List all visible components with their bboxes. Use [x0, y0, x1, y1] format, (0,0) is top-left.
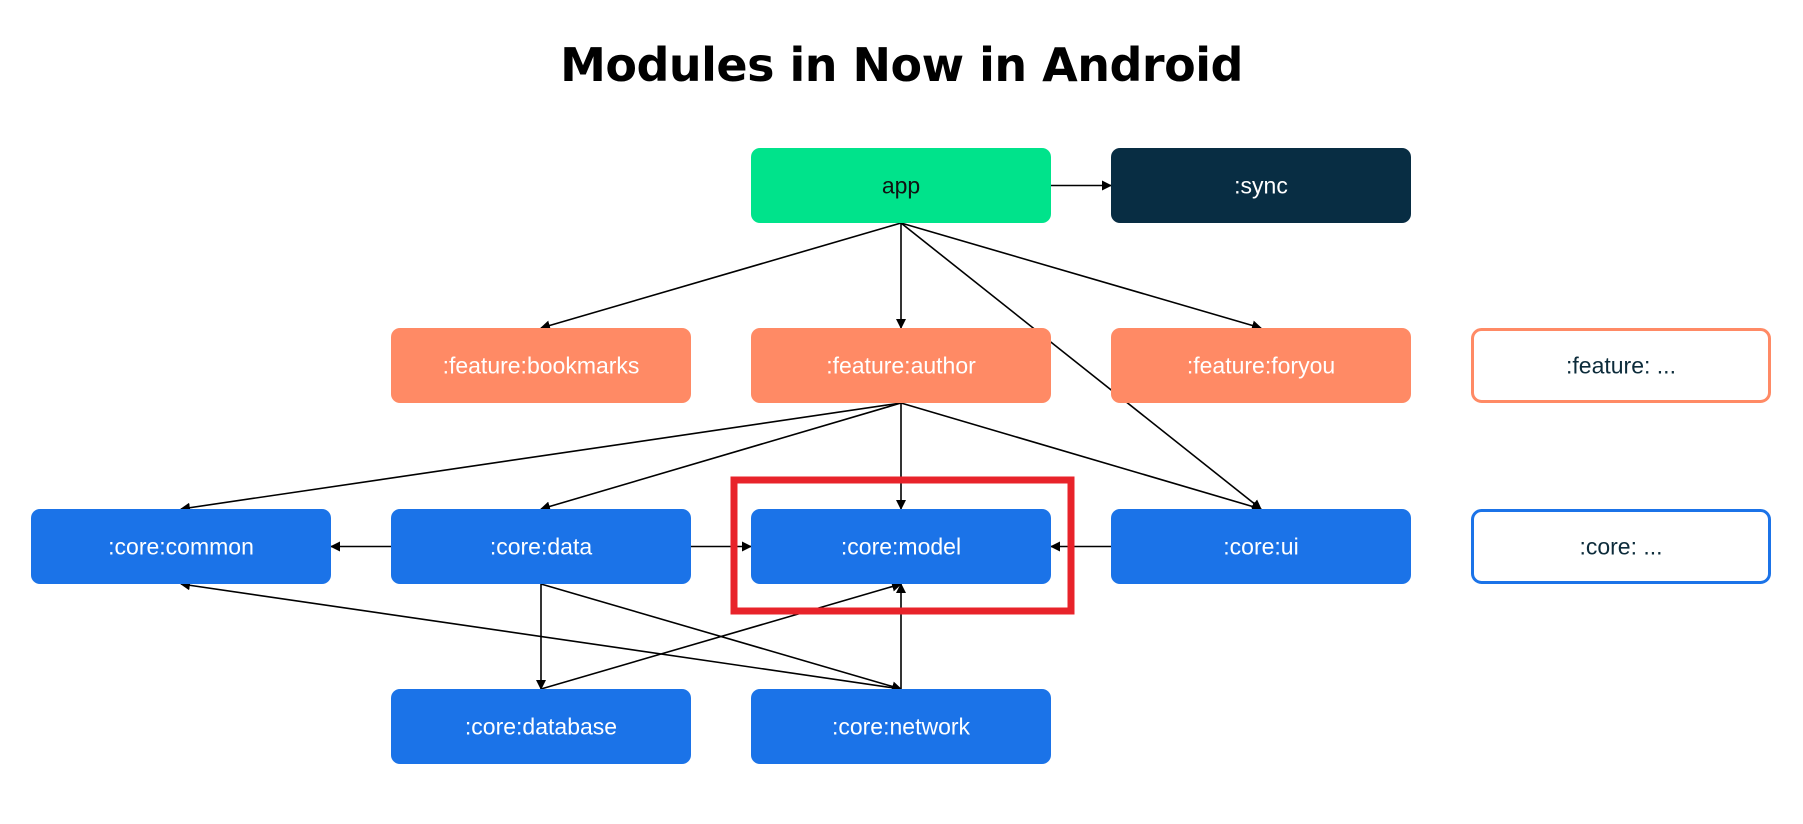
module-node-data: :core:data — [391, 509, 691, 584]
edge-app-to-ui — [900, 222, 1262, 510]
module-label: :core:model — [841, 534, 961, 560]
module-box — [1471, 509, 1771, 584]
edges-layer — [180, 180, 1262, 692]
module-box — [1111, 148, 1411, 223]
module-label: :core:network — [832, 714, 971, 740]
edge-network-to-common — [180, 580, 902, 690]
module-node-author: :feature:author — [751, 328, 1051, 403]
module-node-model: :core:model — [751, 509, 1051, 584]
diagram-title: Modules in Now in Android — [560, 38, 1243, 92]
module-node-sync: :sync — [1111, 148, 1411, 223]
module-node-bookmarks: :feature:bookmarks — [391, 328, 691, 403]
module-node-database: :core:database — [391, 689, 691, 764]
module-box — [751, 328, 1051, 403]
module-node-app: app — [751, 148, 1051, 223]
module-label: :feature:author — [826, 353, 976, 379]
module-box — [751, 148, 1051, 223]
module-label: :feature:foryou — [1187, 353, 1335, 379]
module-box — [751, 509, 1051, 584]
edge-author-to-data — [540, 402, 902, 512]
module-box — [31, 509, 331, 584]
module-box — [391, 509, 691, 584]
module-label: :core:data — [490, 534, 592, 560]
module-label: :core:ui — [1223, 534, 1298, 560]
module-box — [1111, 328, 1411, 403]
module-box — [1471, 328, 1771, 403]
module-label: :core:common — [108, 534, 254, 560]
module-box — [391, 689, 691, 764]
edge-author-to-common — [180, 402, 902, 513]
module-node-network: :core:network — [751, 689, 1051, 764]
module-node-core-more: :core: ... — [1471, 509, 1771, 584]
edge-author-to-ui — [900, 402, 1262, 512]
module-label: :feature: ... — [1566, 353, 1676, 379]
module-node-common: :core:common — [31, 509, 331, 584]
edge-app-to-foryou — [900, 222, 1262, 331]
module-node-feature-more: :feature: ... — [1471, 328, 1771, 403]
module-label: app — [882, 173, 920, 199]
module-label: :feature:bookmarks — [443, 353, 640, 379]
module-box — [391, 328, 691, 403]
edge-database-to-model — [540, 581, 902, 690]
module-label: :core:database — [465, 714, 617, 740]
nodes-layer: app :sync :feature:bookmarks :feature:autho… — [31, 148, 1771, 764]
module-label: :core: ... — [1579, 534, 1662, 560]
module-box — [751, 689, 1051, 764]
module-box — [1111, 509, 1411, 584]
module-node-foryou: :feature:foryou — [1111, 328, 1411, 403]
highlight-box — [730, 476, 1075, 615]
module-node-ui: :core:ui — [1111, 509, 1411, 584]
edge-app-to-bookmarks — [540, 222, 902, 331]
module-label: :sync — [1234, 173, 1288, 199]
